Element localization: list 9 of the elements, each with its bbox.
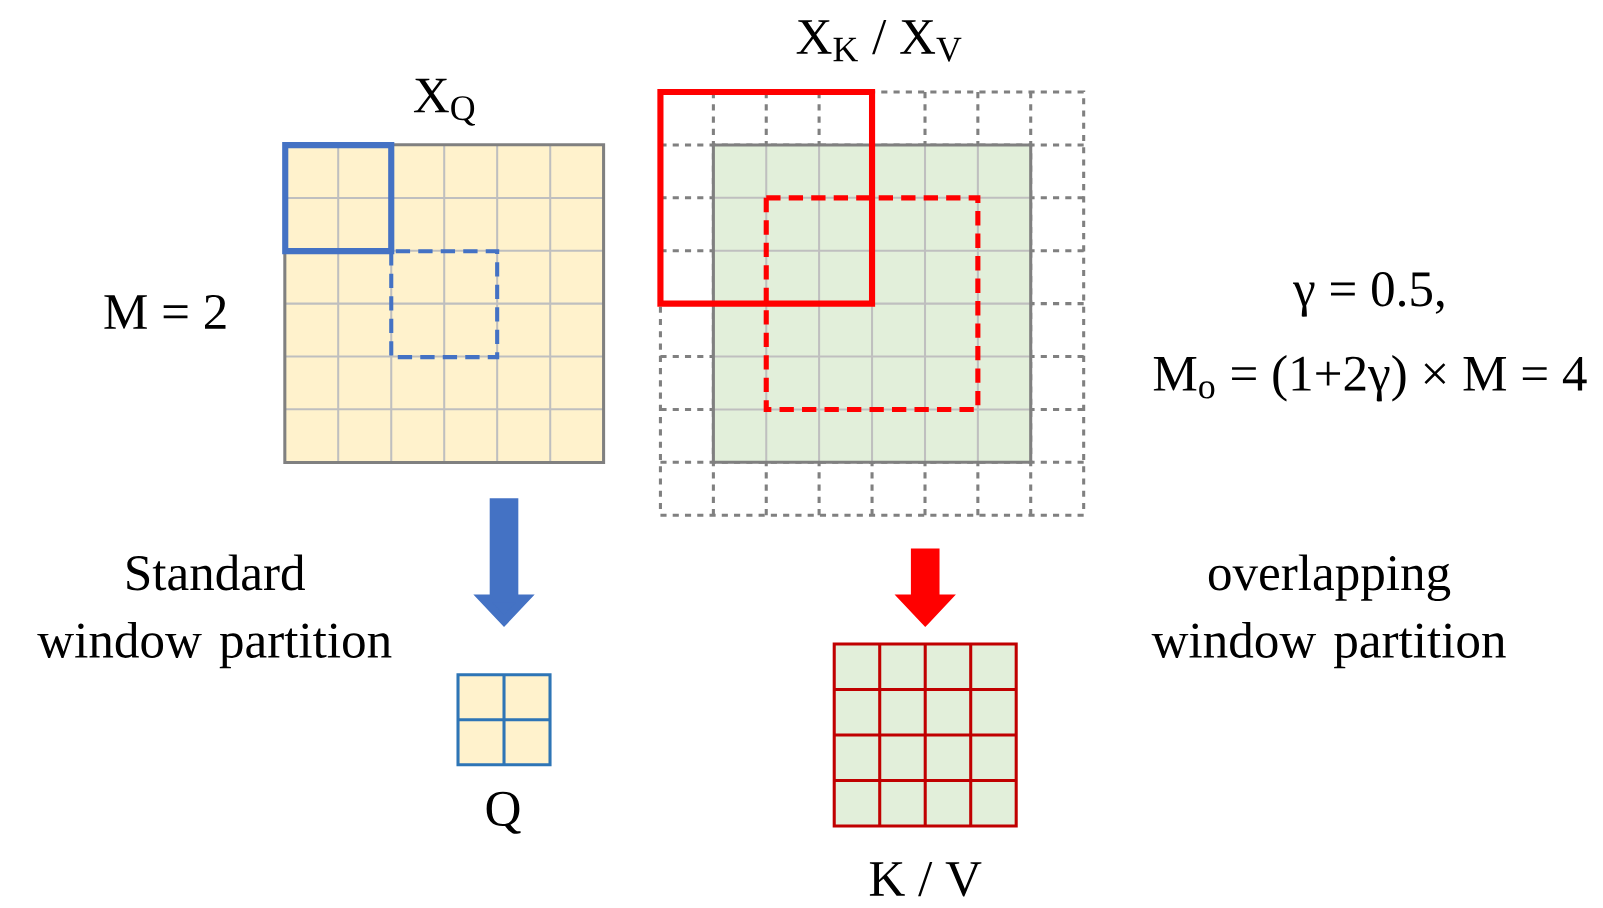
caption: Standard window partition <box>37 554 392 669</box>
equation: M$_{o}$ = (1+2γ) × M = 4 <box>1153 355 1587 402</box>
grid-label: K / V <box>869 862 982 897</box>
equation: M = 2 <box>104 295 226 329</box>
caption: overlapping window partition <box>1151 554 1506 669</box>
grid-label: X$_{Q}$ <box>413 78 475 126</box>
grid-label: Q <box>486 791 521 834</box>
equation: γ = 0.5, <box>1293 272 1444 317</box>
grid-label: X$_{K}$ / X$_{V}$ <box>796 20 962 62</box>
